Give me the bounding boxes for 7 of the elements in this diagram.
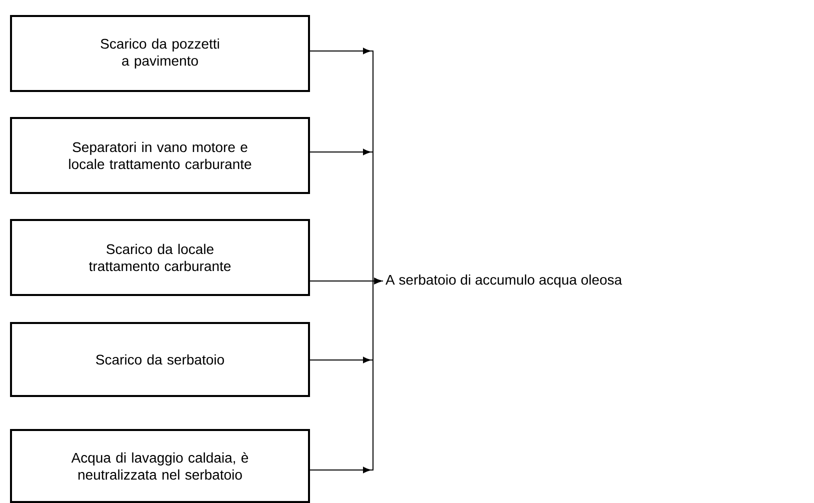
process-box: Acqua di lavaggio caldaia, è neutralizzata nel serbatoio bbox=[10, 428, 310, 503]
outlet-text: A serbatoio di accumulo acqua oleosa bbox=[386, 274, 622, 288]
process-box: Scarico da serbatoio bbox=[10, 322, 310, 397]
process-box: Separatori in vano motore e locale trattamento carburante bbox=[10, 117, 310, 194]
process-box: Scarico da locale trattamento carburante bbox=[10, 218, 310, 296]
arrow bbox=[310, 278, 384, 474]
process-box: Scarico da pozzetti a pavimento bbox=[10, 15, 310, 92]
